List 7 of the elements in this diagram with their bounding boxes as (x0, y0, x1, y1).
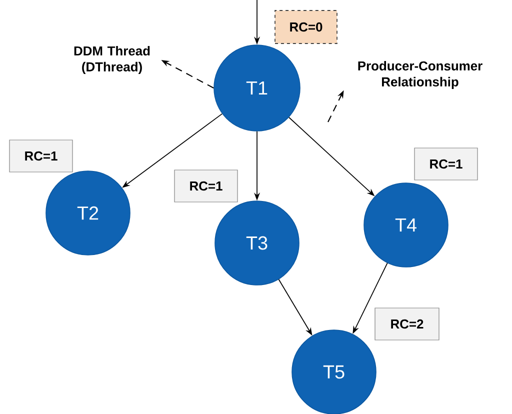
counter-box: RC=1 (9, 140, 73, 172)
counter-box: RC=1 (414, 148, 478, 180)
annotation-label: DDM Thread (DThread) (74, 46, 150, 74)
counter-box: RC=2 (374, 308, 440, 340)
annotation-label: Producer-Consumer Relationship (358, 61, 482, 89)
counter-box: RC=0 (274, 10, 338, 44)
counter-box: RC=1 (174, 170, 238, 202)
